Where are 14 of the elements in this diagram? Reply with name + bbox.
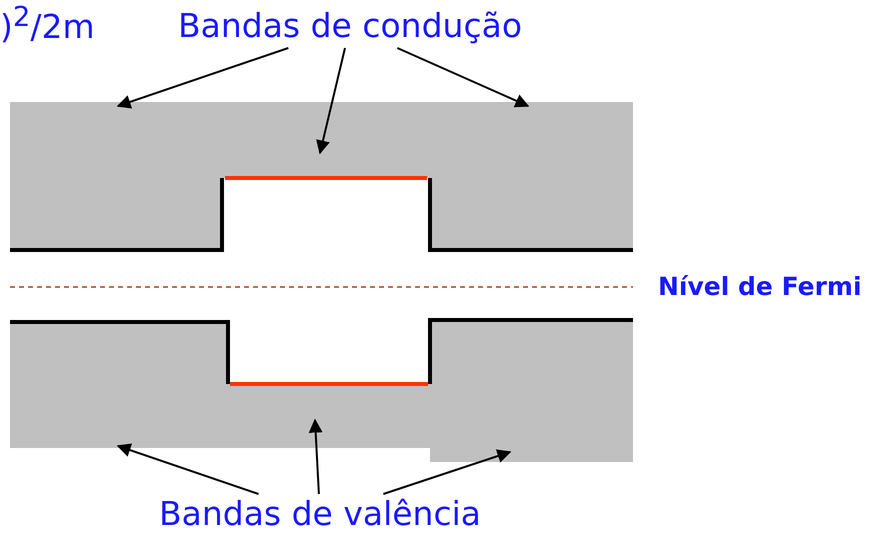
fermi-level-label: Nível de Fermi <box>658 271 862 303</box>
arrow <box>116 443 259 495</box>
arrow <box>116 47 289 109</box>
formula-fragment: )$^{2}$/2m <box>0 0 95 44</box>
conduction-band-region <box>430 102 633 250</box>
arrow <box>316 48 346 154</box>
arrow <box>396 47 530 108</box>
arrow <box>308 418 323 494</box>
valence-band-region <box>10 322 228 448</box>
conduction-band-region <box>10 102 222 250</box>
band-label: Bandas de condução <box>160 6 540 48</box>
valence-band-region <box>430 322 633 462</box>
arrow <box>383 449 512 495</box>
band-label: Bandas de valência <box>140 494 500 535</box>
